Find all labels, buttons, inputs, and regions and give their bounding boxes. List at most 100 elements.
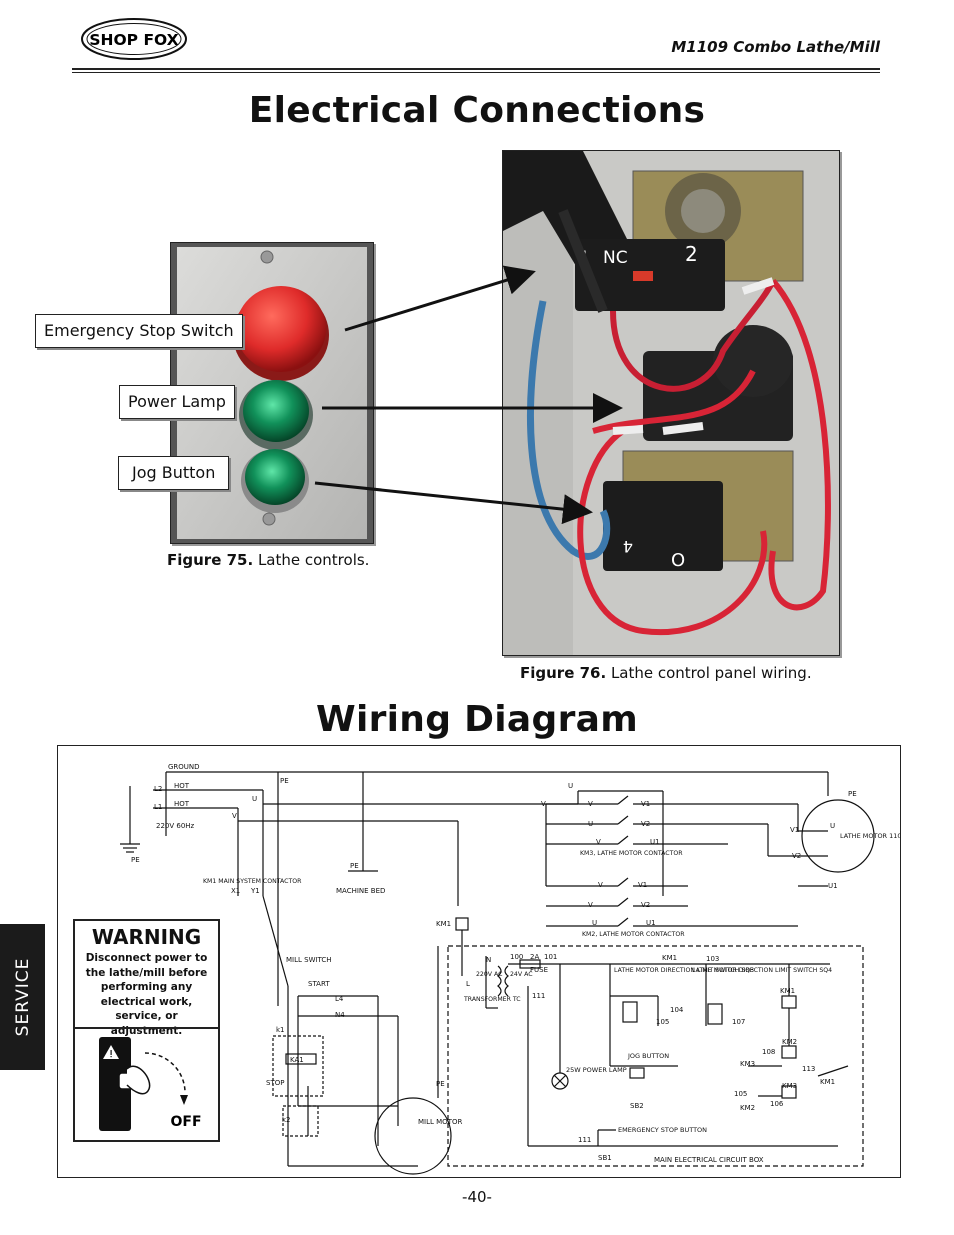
diagram-label-km3-right: KM3 (782, 1082, 797, 1090)
callout-emergency-stop-switch: Emergency Stop Switch (35, 314, 243, 348)
diagram-label-sb2: SB2 (630, 1102, 644, 1110)
diagram-label-stop: STOP (266, 1079, 284, 1087)
page-number: -40- (462, 1188, 492, 1206)
diagram-label-v1-motor: V1 (790, 826, 799, 834)
diagram-label-km2-contactor: KM2, LATHE MOTOR CONTACTOR (582, 931, 685, 938)
diagram-label-sb1: SB1 (598, 1154, 612, 1162)
diagram-label-111-b: 111 (578, 1136, 591, 1144)
diagram-label-km1-contact: KM1 (662, 954, 677, 962)
diagram-label-v-top: V (541, 800, 546, 808)
figure-75-caption: Figure 75. Lathe controls. (167, 551, 369, 569)
photo-label-4: 4 (623, 537, 633, 556)
diagram-label-l: L (466, 980, 470, 988)
diagram-label-100: 100 (510, 953, 523, 961)
figure-76-photo: 1 NC 2 4 O (502, 150, 840, 656)
diagram-label-108: 108 (762, 1048, 775, 1056)
figure-75-label: Figure 75. (167, 551, 254, 569)
diagram-label-box: MAIN ELECTRICAL CIRCUIT BOX (654, 1156, 764, 1164)
diagram-label-v2-km2: V2 (641, 901, 650, 909)
callout-arrows (314, 265, 623, 525)
diagram-label-n: N (486, 956, 491, 964)
shop-fox-logo: SHOP FOX (81, 18, 187, 60)
diagram-label-v2-motor: V2 (792, 852, 801, 860)
diagram-label-l4: L4 (335, 995, 344, 1003)
diagram-label-v-km2-2: V (588, 901, 593, 909)
diagram-label-v: V (232, 812, 237, 820)
diagram-label-km1-coil: KM1 (436, 920, 451, 928)
diagram-label-k1: k1 (276, 1026, 285, 1034)
warning-text: Disconnect power to the lathe/mill befor… (85, 952, 208, 1037)
diagram-label-km2-right: KM2 (740, 1104, 755, 1112)
diagram-label-pe-motor: PE (848, 790, 857, 798)
diagram-label-v2: V2 (641, 820, 650, 828)
diagram-label-105-b: 105 (734, 1090, 747, 1098)
diagram-label-u-motor: U (830, 822, 835, 830)
diagram-label-km1-113: KM1 (820, 1078, 835, 1086)
diagram-label-v-km2: V (598, 881, 603, 889)
diagram-label-km1-right: KM1 (780, 987, 795, 995)
diagram-label-u-top: U (568, 782, 573, 790)
diagram-label-111: 111 (532, 992, 545, 1000)
diagram-label-v1: V1 (641, 800, 650, 808)
diagram-label-mill-switch: MILL SWITCH (286, 956, 332, 964)
warning-box: WARNING Disconnect power to the lathe/mi… (73, 919, 220, 1142)
diagram-label-sq3: LATHE MOTOR DIRECTION LIMIT SWITCH SQ3 (614, 967, 754, 974)
diagram-label-sq4: LATHE MOTOR DIRECTION LIMIT SWITCH SQ4 (692, 967, 832, 974)
power-lamp-image (243, 380, 309, 442)
document-title: M1109 Combo Lathe/Mill (671, 38, 880, 56)
diagram-label-mill-motor: MILL MOTOR (418, 1118, 462, 1126)
jog-button-image (245, 449, 305, 505)
disconnect-power-icon: OFF (99, 1037, 202, 1131)
diagram-label-ground: GROUND (168, 763, 200, 771)
diagram-label-fuse: FUSE (530, 966, 548, 974)
diagram-label-104: 104 (670, 1006, 684, 1014)
diagram-label-106: 106 (770, 1100, 784, 1108)
diagram-label-2a: 2A (530, 953, 539, 961)
diagram-label-km3-coil-label: KM3 (740, 1060, 755, 1068)
wiring-diagram: GROUND L2 HOT L1 HOT 220V 60Hz PE PE U V… (57, 745, 913, 1178)
diagram-label-24v-ac: 24V AC (510, 971, 533, 978)
diagram-label-103: 103 (706, 955, 719, 963)
diagram-label-km2-coil: KM2 (782, 1038, 797, 1046)
diagram-label-lamp: 25W POWER LAMP (566, 1066, 627, 1074)
diagram-label-u-km2: U (592, 919, 597, 927)
photo-label-2: 2 (685, 242, 698, 266)
diagram-label-pe-bed: PE (350, 862, 359, 870)
diagram-label-km3-contactor: KM3, LATHE MOTOR CONTACTOR (580, 850, 683, 857)
diagram-label-estop: EMERGENCY STOP BUTTON (618, 1126, 707, 1134)
diagram-label-machine-bed: MACHINE BED (336, 887, 385, 895)
diagram-label-y1: Y1 (250, 887, 260, 895)
figure-76-caption-text: Lathe control panel wiring. (606, 664, 812, 682)
diagram-label-v-km3-2: V (596, 838, 601, 846)
section-title-electrical-connections: Electrical Connections (248, 90, 706, 131)
off-label: OFF (170, 1114, 201, 1130)
diagram-label-pe-mill: PE (436, 1080, 445, 1088)
diagram-label-113: 113 (802, 1065, 815, 1073)
diagram-label-hot: HOT (174, 782, 190, 790)
diagram-label-u1-motor: U1 (828, 882, 838, 890)
diagram-label-transformer: TRANSFORMER TC (463, 996, 521, 1003)
diagram-label-lathe-motor: LATHE MOTOR 1100W (840, 832, 900, 840)
diagram-label-u1: U1 (650, 838, 660, 846)
diagram-label-jog: JOG BUTTON (627, 1052, 669, 1060)
section-title-wiring-diagram: Wiring Diagram (315, 699, 639, 740)
diagram-label-105: 105 (656, 1018, 669, 1026)
header-rule-thin (72, 72, 880, 73)
diagram-label-km1-main: KM1 MAIN SYSTEM CONTACTOR (203, 878, 302, 885)
sidebar-tab-label: SERVICE (12, 957, 33, 1037)
diagram-label-v1-km2: V1 (638, 881, 647, 889)
emergency-stop-button-image (236, 286, 326, 372)
diagram-label-220v-ac: 220V AC (476, 971, 502, 978)
sidebar-tab-service: SERVICE (0, 924, 45, 1070)
diagram-label-start: START (308, 980, 330, 988)
diagram-label-101: 101 (544, 953, 557, 961)
diagram-label-u: U (252, 795, 257, 803)
logo-text: SHOP FOX (89, 31, 178, 49)
diagram-label-l1: L1 (154, 803, 162, 811)
callout-jog-button: Jog Button (118, 456, 230, 490)
figure-75-caption-text: Lathe controls. (253, 551, 370, 569)
warning-divider (75, 1027, 218, 1029)
photo-label-nc: NC (603, 248, 628, 268)
diagram-label-x1: X1 (231, 887, 240, 895)
photo-label-o: O (671, 550, 685, 571)
